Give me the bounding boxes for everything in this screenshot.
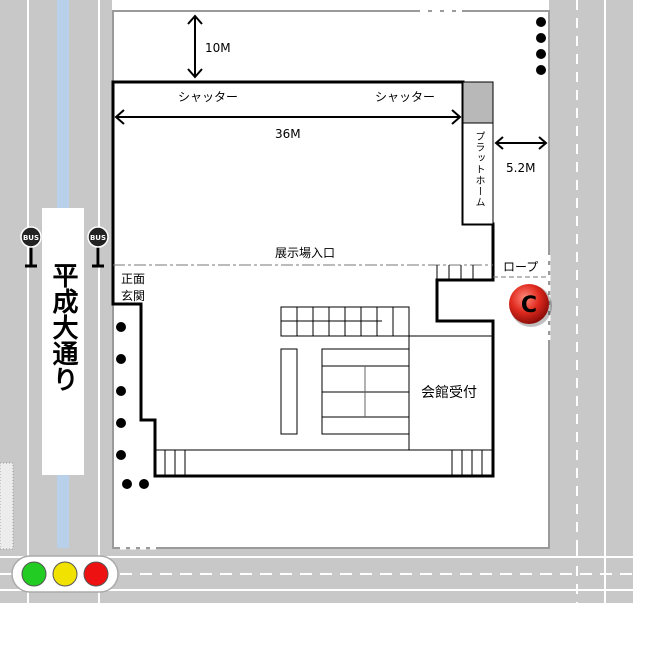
- arrow-head: [187, 14, 203, 25]
- upper-steps: [280, 306, 410, 337]
- street-name-panel: [42, 208, 84, 475]
- center-block: [321, 348, 410, 435]
- sidewalk-block: [0, 462, 14, 550]
- bollard: [536, 33, 546, 43]
- arrow-head: [187, 68, 203, 79]
- bollards: [116, 17, 546, 489]
- main-entrance-label-line1: 正面: [121, 272, 145, 286]
- bollard: [116, 354, 126, 364]
- bollard: [116, 322, 126, 332]
- exhibit-entrance-label: 展示場入口: [275, 246, 335, 260]
- bollard: [122, 479, 132, 489]
- reception-label: 会館受付: [421, 384, 477, 401]
- bollard: [536, 65, 546, 75]
- traffic-light: [11, 555, 119, 593]
- building: [111, 80, 549, 478]
- shutter-right-label: シャッター: [375, 90, 435, 104]
- entrance-steps: [436, 265, 493, 281]
- right-street: [549, 0, 633, 603]
- bus-stop-label: BUS: [23, 234, 39, 242]
- arrow-head: [494, 136, 504, 150]
- bus-stop-right: BUS: [87, 226, 109, 268]
- traffic-light-green: [21, 561, 47, 587]
- side-5-2m-label: 5.2M: [506, 161, 535, 175]
- bus-stop-icon: [20, 226, 42, 248]
- width-36m-label: 36M: [275, 127, 301, 141]
- arrow-head: [538, 136, 548, 150]
- rope-label: ロープ: [503, 260, 538, 274]
- marker-c-icon[interactable]: [509, 284, 549, 324]
- street-name-label: 平成大通り: [48, 262, 78, 392]
- bottom-steps-right: [451, 449, 494, 477]
- traffic-light-red: [83, 561, 109, 587]
- dimensions: [114, 14, 548, 150]
- marker-c-label: C: [521, 293, 537, 318]
- bus-stop-icon: [87, 226, 109, 248]
- bus-stop-label: BUS: [90, 234, 106, 242]
- bollard: [536, 17, 546, 27]
- display-stand: [280, 348, 298, 435]
- platform-label: プラットホーム: [473, 131, 484, 208]
- setback-10m-label: 10M: [205, 41, 231, 55]
- platform-area: [462, 122, 494, 225]
- bollard: [139, 479, 149, 489]
- arrow-head: [114, 109, 125, 125]
- arrow-head: [451, 109, 462, 125]
- bollard: [116, 386, 126, 396]
- bus-stop-left: BUS: [20, 226, 42, 268]
- platform-gray: [462, 81, 494, 124]
- location-marker-c[interactable]: C: [509, 284, 552, 327]
- bottom-steps-left: [154, 449, 186, 477]
- main-entrance-label-line2: 玄関: [121, 288, 145, 303]
- traffic-light-yellow: [52, 561, 78, 587]
- bollard: [116, 418, 126, 428]
- shutter-left-label: シャッター: [178, 90, 238, 104]
- bollard: [116, 450, 126, 460]
- bollard: [536, 49, 546, 59]
